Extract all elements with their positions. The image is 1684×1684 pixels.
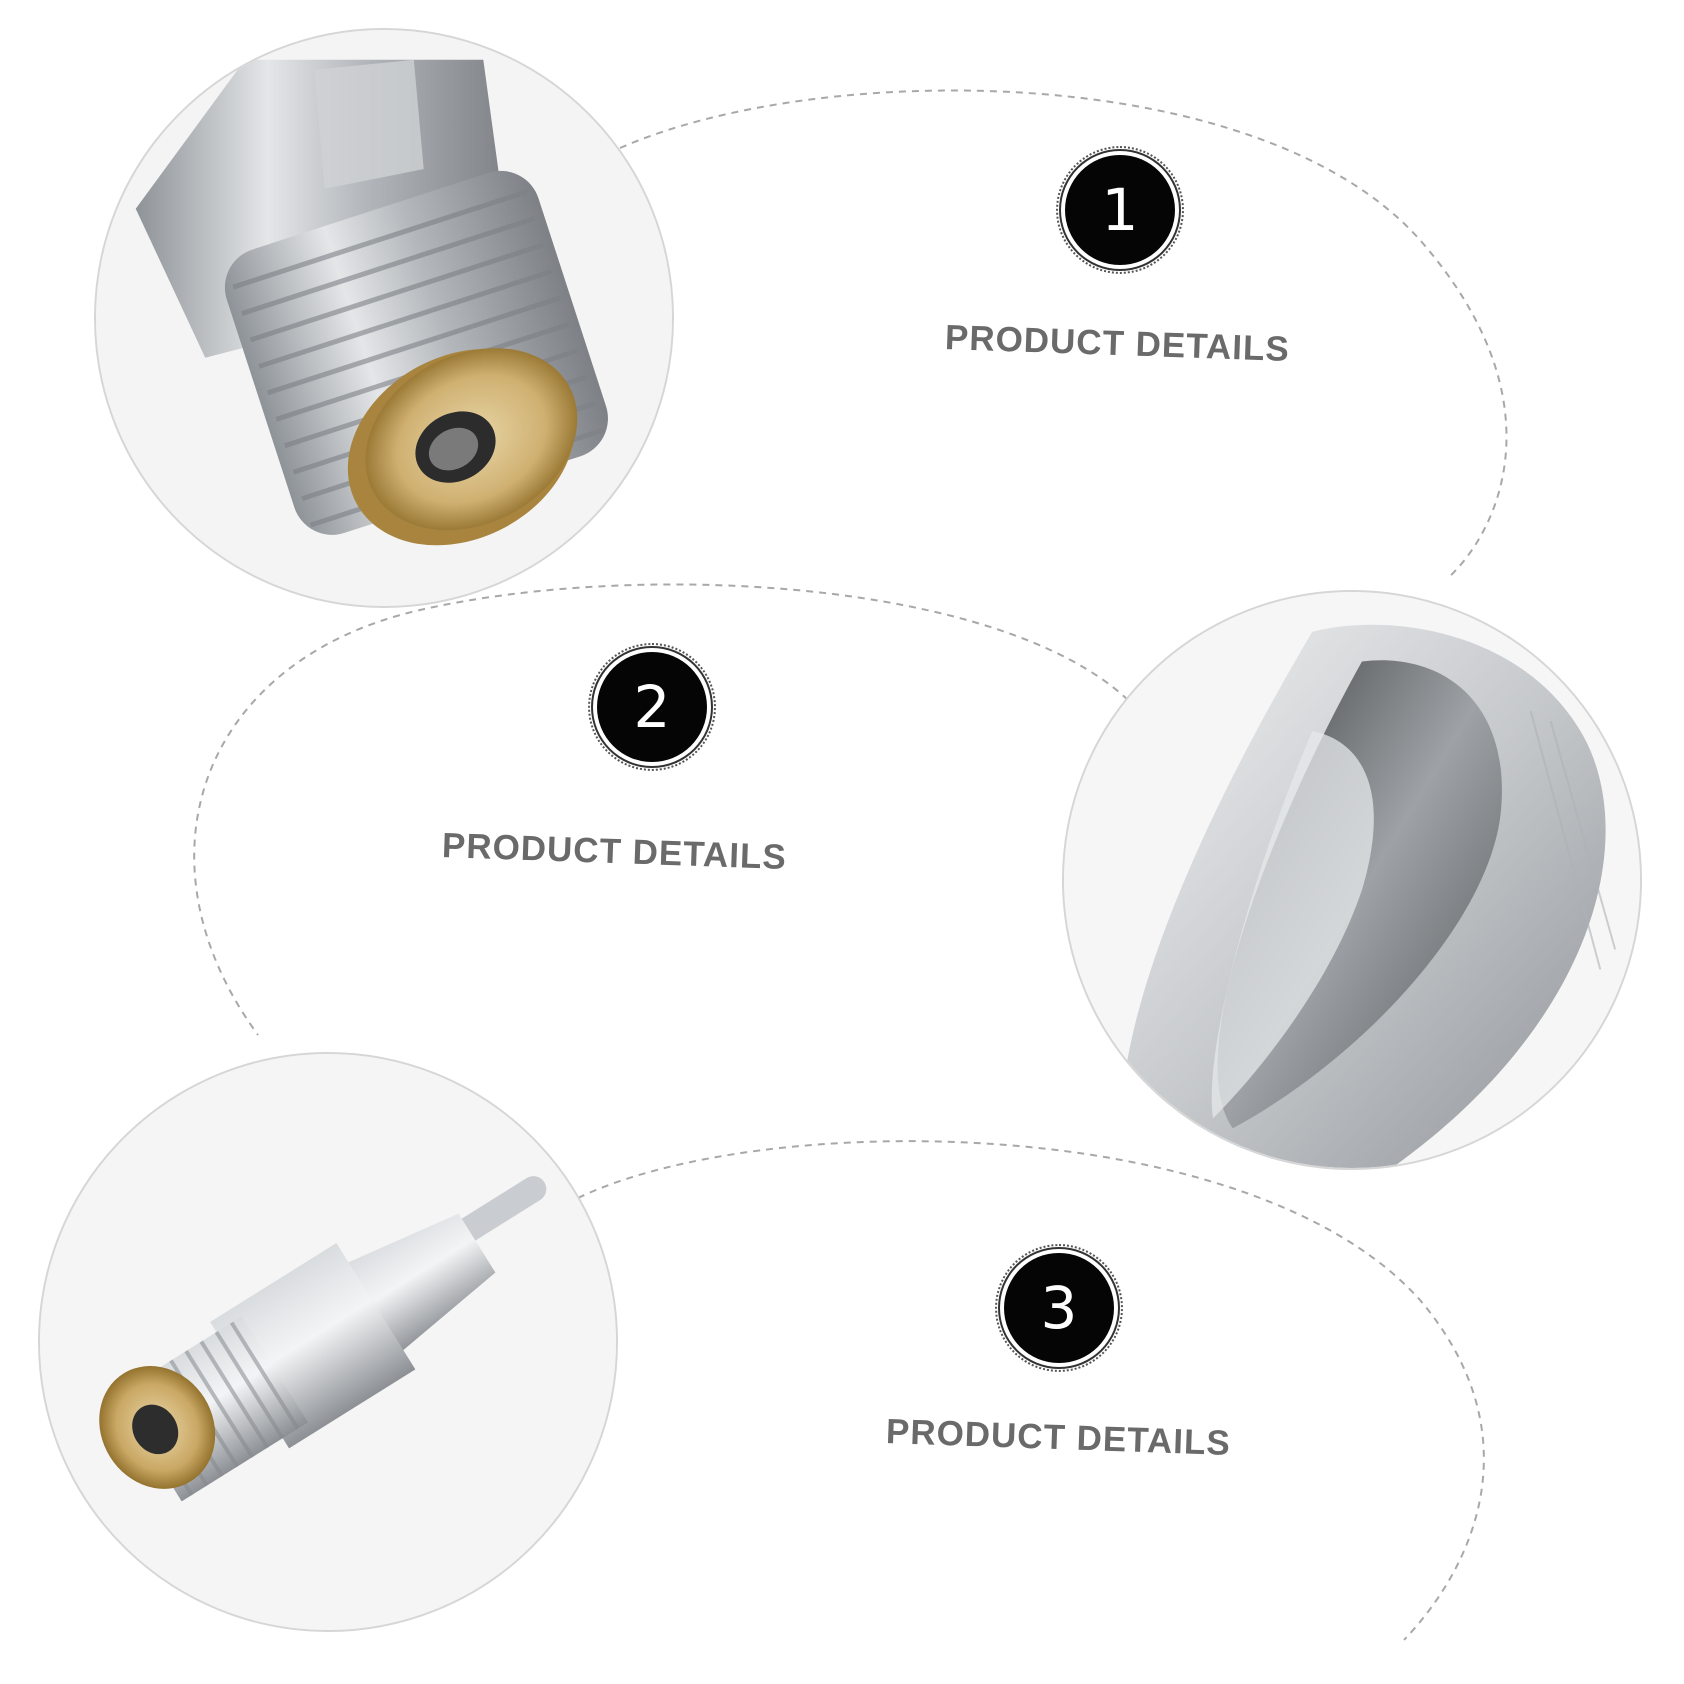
dashed-curve-2 <box>193 583 1129 1036</box>
photo-drinker-full <box>38 1052 618 1632</box>
step-badge-1: 1 <box>1056 146 1184 274</box>
steel-drinker-tip-closeup-icon <box>1064 592 1640 1168</box>
step-badge-3: 3 <box>995 1244 1123 1372</box>
photo-drinker-tip <box>1062 590 1642 1170</box>
brass-threaded-nipple-end-icon <box>96 30 672 606</box>
photo-threaded-end <box>94 28 674 608</box>
dashed-curve-1 <box>619 89 1508 579</box>
nipple-drinker-full-view-icon <box>40 1054 616 1630</box>
dashed-curve-3 <box>577 1140 1485 1641</box>
step-badge-2: 2 <box>588 643 716 771</box>
